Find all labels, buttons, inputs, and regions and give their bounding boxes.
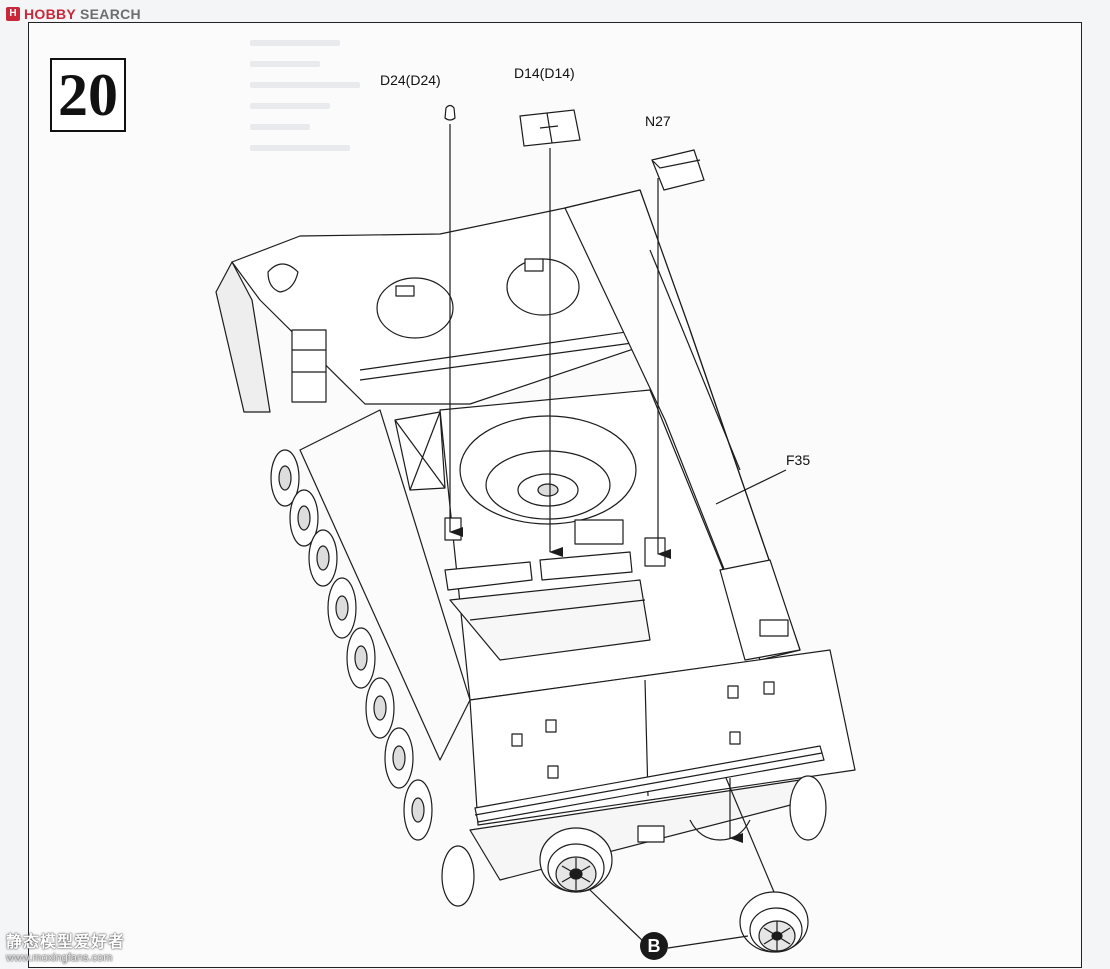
site-logo-text: HOBBY SEARCH xyxy=(24,6,141,22)
part-label-d24: D24(D24) xyxy=(380,72,441,88)
leader-b-loose xyxy=(667,935,749,949)
left-track-upper xyxy=(215,261,271,413)
part-label-f35: F35 xyxy=(786,452,811,468)
left-front-wheel xyxy=(441,845,475,907)
logo-search: SEARCH xyxy=(75,6,141,22)
road-wheels-left xyxy=(270,449,433,841)
right-front-wheel xyxy=(789,775,827,841)
subassembly-b-marker: B xyxy=(640,932,668,960)
leader-f35 xyxy=(715,469,787,505)
logo-brand: HOBBY xyxy=(24,6,76,22)
watermark-title: 静态模型爱好者 xyxy=(6,934,126,951)
deck-hatch-left xyxy=(376,277,454,339)
sprocket-loose xyxy=(739,891,809,953)
part-label-n27: N27 xyxy=(645,113,671,129)
step-number-box: 20 xyxy=(50,58,126,132)
watermark: 静态模型爱好者 www.moxingfans.com xyxy=(6,928,125,964)
leader-b-mounted xyxy=(589,889,647,945)
part-label-d14: D14(D14) xyxy=(514,65,575,81)
logo-icon: H xyxy=(6,7,20,21)
step-number: 20 xyxy=(58,62,118,128)
sprocket-mounted xyxy=(539,827,613,893)
site-logo[interactable]: H HOBBY SEARCH xyxy=(6,4,141,24)
watermark-url: www.moxingfans.com xyxy=(6,952,113,964)
part-d24 xyxy=(444,104,456,121)
part-n27 xyxy=(651,149,705,191)
front-glacis xyxy=(469,649,856,826)
bleed-through-text xyxy=(250,40,360,166)
